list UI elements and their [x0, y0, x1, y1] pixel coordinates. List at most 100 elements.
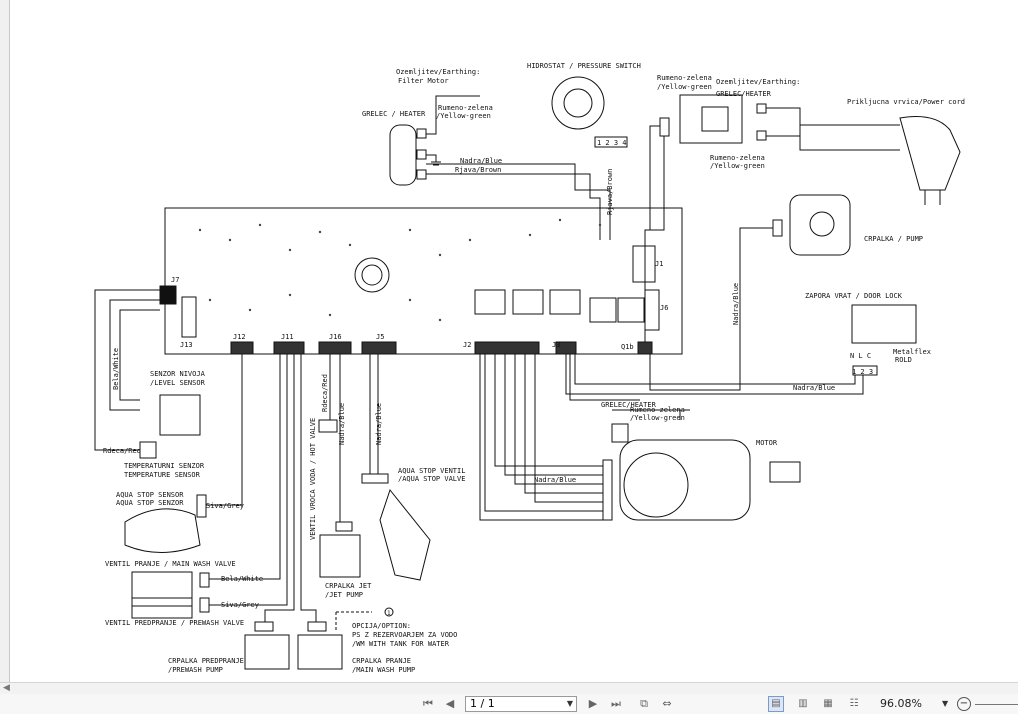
label-rdeca-red: Rdeca/Red — [103, 447, 141, 455]
connector-j16 — [318, 341, 352, 355]
relay-3 — [549, 289, 581, 315]
label-nadra-blue-3: Nadra/Blue — [338, 403, 346, 445]
control-board — [164, 207, 683, 355]
level-sensor — [159, 394, 201, 436]
label-main-wash-pump-2: /MAIN WASH PUMP — [352, 666, 415, 674]
label-nadra-blue-4: Nadra/Blue — [375, 403, 383, 445]
label-jet-pump-1: CRPALKA JET — [325, 582, 372, 590]
door-lock — [851, 304, 917, 344]
label-temp-sensor-2: TEMPERATURE SENSOR — [124, 471, 201, 479]
label-option-3: /WM WITH TANK FOR WATER — [352, 640, 450, 648]
aqua-stop-valve — [379, 488, 431, 581]
label-yellow-green-2b: /Yellow-green — [657, 83, 712, 91]
label-j16: J16 — [329, 333, 342, 341]
label-temp-sensor-1: TEMPERATURNI SENZOR — [124, 462, 205, 470]
label-j6: J6 — [660, 304, 668, 312]
connector-j1 — [632, 245, 656, 283]
scroll-left-icon[interactable]: ◀ — [3, 683, 10, 693]
label-level-sensor-1: SENZOR NIVOJA — [150, 370, 206, 378]
label-j13: J13 — [180, 341, 193, 349]
label-aqua-stop-valve-2: /AQUA STOP VALVE — [398, 475, 465, 483]
label-nadra-blue-2: Nadra/Blue — [793, 384, 835, 392]
label-j5: J5 — [376, 333, 384, 341]
label-earthing-2: Ozemljitev/Earthing: — [716, 78, 800, 86]
label-aqua-stop-sensor-2: AQUA STOP SENZOR — [116, 499, 184, 507]
connector-j6 — [644, 289, 660, 331]
relay-5 — [617, 297, 645, 323]
label-bela-white: Bela/White — [221, 575, 263, 583]
wiring-diagram: Ozemljitev/Earthing: Filter Motor HIDROS… — [94, 62, 965, 674]
connector-j11 — [273, 341, 305, 355]
label-main-wash-pump-1: CRPALKA PRANJE — [352, 657, 411, 665]
chevron-down-icon[interactable]: ▼ — [566, 699, 573, 708]
label-prewash-pump-2: /PREWASH PUMP — [168, 666, 223, 674]
label-siva-grey-2: Siva/Grey — [221, 601, 259, 609]
label-yellow-green-1a: Rumeno-zelena — [438, 104, 493, 112]
label-aqua-stop-valve-1: AQUA STOP VENTIL — [398, 467, 465, 475]
label-j1: J1 — [655, 260, 663, 268]
label-rjava-brown-v: Rjava/Brown — [606, 169, 614, 215]
label-aqua-stop-sensor-1: AQUA STOP SENSOR — [116, 491, 184, 499]
label-main-wash-valve: VENTIL PRANJE / MAIN WASH VALVE — [105, 560, 236, 568]
label-j2: J2 — [463, 341, 471, 349]
label-rjava-brown-1: Rjava/Brown — [455, 166, 501, 174]
zoom-dropdown-icon[interactable]: ▼ — [942, 699, 949, 708]
label-nlc: N L C — [850, 352, 871, 360]
zoom-slider-track[interactable] — [975, 704, 1018, 705]
label-rold: ROLD — [895, 356, 912, 364]
main-wash-valve — [131, 571, 193, 607]
left-frame-edge — [0, 0, 10, 682]
heater-top-body — [389, 124, 417, 186]
motor — [619, 439, 751, 521]
label-pump: CRPALKA / PUMP — [864, 235, 923, 243]
label-prewash-pump-1: CRPALKA PREDPRANJE — [168, 657, 244, 665]
pressure-switch — [551, 76, 605, 130]
label-heater-2: GRELEC/HEATER — [716, 90, 772, 98]
connector-j5 — [361, 341, 397, 355]
page-number-field[interactable]: 1 / 1 ▼ — [465, 696, 577, 712]
label-yellow-green-4b: /Yellow-green — [630, 414, 685, 422]
label-nadra-blue-1: Nadra/Blue — [460, 157, 502, 165]
label-j12: J12 — [233, 333, 246, 341]
next-page-icon[interactable]: ▶ — [588, 697, 598, 710]
prev-page-icon[interactable]: ◀ — [445, 697, 455, 710]
continuous-page-icon[interactable]: ▥ — [798, 698, 808, 709]
temp-sensor — [139, 441, 157, 459]
heater-right — [679, 94, 743, 144]
label-nadra-blue-v: Nadra/Blue — [732, 283, 740, 325]
label-ps-pins: 1 2 3 4 — [597, 139, 627, 147]
label-nlc-pins: 1 2 3 — [852, 368, 873, 376]
label-earthing-filter: Ozemljitev/Earthing: — [396, 68, 480, 76]
label-yellow-green-3a: Rumeno-zelena — [710, 154, 765, 162]
label-pressure-switch: HIDROSTAT / PRESSURE SWITCH — [527, 62, 641, 70]
relay-2 — [512, 289, 544, 315]
label-heater-top: GRELEC / HEATER — [362, 110, 426, 118]
label-rdeca-red-v: Rdeca/Red — [321, 374, 329, 412]
label-j7: J7 — [171, 276, 179, 284]
relay-1 — [474, 289, 506, 315]
last-page-icon[interactable]: ⏭ — [611, 697, 621, 710]
label-jet-pump-2: /JET PUMP — [325, 591, 363, 599]
label-door-lock: ZAPORA VRAT / DOOR LOCK — [805, 292, 903, 300]
two-page-continuous-icon[interactable]: ☷ — [849, 698, 859, 709]
jet-pump — [319, 534, 361, 578]
label-bela-white-v: Bela/White — [112, 348, 120, 390]
first-page-icon[interactable]: ⏮ — [423, 697, 433, 710]
page-number-value: 1 / 1 — [470, 697, 495, 710]
viewer-toolbar: ⏮ ◀ 1 / 1 ▼ ▶ ⏭ ⧉ ⇔ ▤ ▥ ▦ ☷ 96.08% ▼ − — [0, 694, 1018, 714]
buzzer — [354, 257, 390, 293]
power-plug — [899, 116, 961, 191]
connector-j2 — [474, 341, 540, 355]
aqua-stop-sensor — [124, 508, 201, 553]
connector-q1b — [637, 341, 653, 355]
zoom-level[interactable]: 96.08% — [880, 697, 922, 710]
fit-width-icon[interactable]: ⇔ — [662, 697, 672, 710]
main-wash-pump — [297, 634, 343, 670]
two-page-icon[interactable]: ▦ — [823, 698, 833, 709]
label-yellow-green-4a: Rumeno-zelena — [630, 406, 685, 414]
fit-page-icon[interactable]: ⧉ — [640, 697, 648, 710]
connector-j13 — [181, 296, 197, 338]
zoom-out-icon[interactable]: − — [957, 697, 971, 711]
single-page-icon[interactable]: ▤ — [768, 696, 784, 712]
label-level-sensor-2: /LEVEL SENSOR — [150, 379, 206, 387]
